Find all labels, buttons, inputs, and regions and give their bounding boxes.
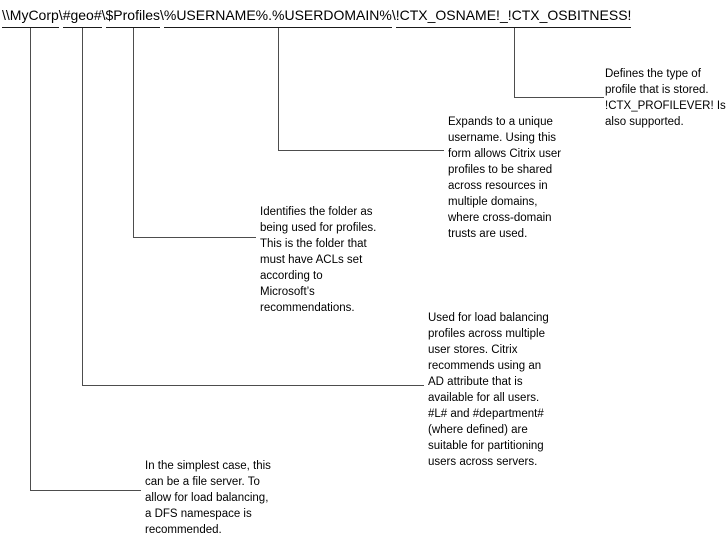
- annotation-ostype: Defines the type of profile that is stor…: [605, 68, 726, 128]
- connector-server-vline: [30, 28, 31, 490]
- path-separator: \: [101, 7, 106, 23]
- path-separator: \: [391, 7, 396, 23]
- path-segment-profiles: $Profiles: [105, 6, 160, 28]
- connector-ostype-hline: [514, 97, 604, 98]
- path-segment-username: %USERNAME%.%USERDOMAIN%: [163, 6, 392, 28]
- annotation-profiles: Identifies the folder as being used for …: [260, 206, 377, 314]
- connector-ostype-vline: [514, 28, 515, 97]
- connector-username-vline: [278, 28, 279, 150]
- path-segment-server: \\MyCorp: [2, 6, 59, 28]
- connector-profiles-hline: [133, 237, 256, 238]
- annotation-geo: Used for load balancing profiles across …: [428, 312, 549, 468]
- connector-username-hline: [278, 150, 444, 151]
- connector-geo-hline: [82, 385, 424, 386]
- unc-path-text: \\MyCorp\#geo#\$Profiles\%USERNAME%.%USE…: [2, 6, 632, 28]
- connector-geo-vline: [82, 28, 83, 385]
- connector-server-hline: [30, 490, 141, 491]
- path-separator: \: [58, 7, 63, 23]
- annotation-server: In the simplest case, this can be a file…: [145, 460, 271, 536]
- path-segment-ostype: !CTX_OSNAME!_!CTX_OSBITNESS!: [395, 6, 632, 28]
- path-separator: \: [159, 7, 164, 23]
- annotation-username: Expands to a unique username. Using this…: [448, 116, 562, 240]
- connector-profiles-vline: [133, 28, 134, 237]
- path-segment-geo: #geo#: [62, 6, 102, 28]
